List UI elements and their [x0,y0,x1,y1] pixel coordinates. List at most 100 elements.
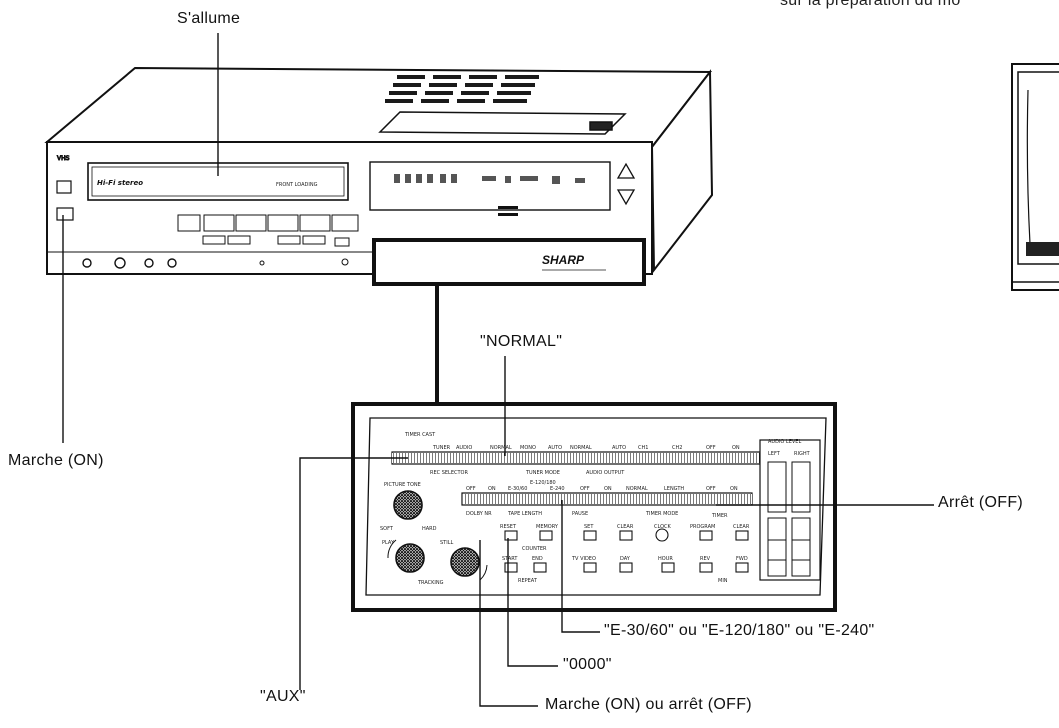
callout-counter-0000: "0000" [563,656,612,673]
reset-button[interactable] [504,530,518,541]
tracking-knob-still[interactable] [450,547,480,577]
timer-off-label: OFF [706,486,716,492]
e120-label: E-120/180 [530,480,556,486]
memory-label: MEMORY [536,524,559,530]
auto-label-2: AUTO [612,445,626,451]
panel-buttons [504,528,749,573]
left-caption: LEFT [768,451,781,457]
callout-arret-off: Arrêt (OFF) [938,494,1024,511]
pause-caption: PAUSE [572,511,588,517]
clear-label: CLEAR [617,524,634,530]
picture-tone-caption: PICTURE TONE [384,482,421,488]
timer-mode-caption: TIMER MODE [645,511,678,517]
callout-aux: "AUX" [260,688,306,705]
power-button[interactable] [56,207,74,221]
pause-on-label: ON [604,486,612,492]
transport-buttons [177,214,359,247]
channel-down-icon[interactable] [616,189,636,206]
tv-video-label: TV VIDEO [571,556,596,562]
eject-button[interactable] [56,180,72,194]
fluorescent-display [369,161,611,211]
callout-normal: "NORMAL" [480,333,563,350]
dolby-off-label: OFF [466,486,476,492]
hard-caption: HARD [422,526,437,532]
timer-normal-label: NORMAL [626,486,648,492]
normal-label-2: NORMAL [570,445,592,451]
channel-up-icon[interactable] [616,162,636,179]
on-label: ON [732,445,740,451]
start-button[interactable] [504,562,518,573]
leader-lines [62,33,934,707]
tracking-caption: TRACKING [417,580,444,586]
rev-button[interactable] [699,562,713,573]
end-label: END [532,556,543,562]
still-caption: STILL [440,540,453,546]
fast-forward-button[interactable] [267,214,299,232]
rewind-button[interactable] [203,214,235,232]
volume-knob[interactable] [114,257,126,269]
audio-jack-icon [167,258,177,268]
vcr-vents [385,75,539,103]
memory-button[interactable] [539,530,553,541]
panel-small-labels: TIMER CAST TUNER AUDIO NORMAL MONO AUTO … [380,432,811,586]
tracking-knob-play[interactable] [395,543,425,573]
tape-length-caption: TAPE LENGTH [507,511,542,517]
callout-memory-on-off: Marche (ON) ou arrêt (OFF) [545,696,752,713]
play-button[interactable] [235,214,267,232]
dolby-nr-caption: DOLBY NR [466,511,492,517]
leader-memory [479,540,538,707]
pause-off-label: OFF [580,486,590,492]
fwd-button[interactable] [735,562,749,573]
day-button[interactable] [619,562,633,573]
display-segments [394,174,590,216]
rec-selector-caption: REC SELECTOR [430,470,468,476]
clear-button-timer[interactable] [735,530,749,541]
counter-caption: COUNTER [522,546,547,552]
hifi-label: Hi-Fi stereo [97,179,143,187]
record-button[interactable] [299,214,331,232]
audio-output-caption: AUDIO OUTPUT [586,470,625,476]
clock-button[interactable] [655,528,669,542]
callout-tape-length: "E-30/60" ou "E-120/180" ou "E-240" [604,622,875,639]
tv-video-button[interactable] [583,562,597,573]
reset-label: RESET [500,524,517,530]
program-label: PROGRAM [690,524,715,530]
vcr-side-face [650,69,714,273]
e30-label: E-30/60 [508,486,527,492]
vcr-top-slot [378,111,627,135]
ch1-label: CH1 [638,445,648,451]
timer-caption: TIMER [711,513,728,519]
leader-aux [299,457,408,690]
off-label: OFF [706,445,716,451]
leader-counter [507,538,558,667]
tuner-label: TUNER [432,445,451,451]
top-right-text-fragment: sur la préparation du mo [780,0,961,9]
e240-label: E-240 [550,486,565,492]
set-button[interactable] [583,530,597,541]
input-jack-icon [82,258,92,268]
soft-caption: SOFT [380,526,394,532]
end-button[interactable] [533,562,547,573]
control-panel: TIMER CAST TUNER AUDIO NORMAL MONO AUTO … [351,402,837,612]
auto-label: AUTO [548,445,562,451]
tv-set [1011,63,1059,291]
picture-tone-knob[interactable] [393,490,423,520]
callout-marche-on: Marche (ON) [8,452,104,469]
play-caption: PLAY [382,540,395,546]
ch2-label: CH2 [672,445,682,451]
sharp-logo: SHARP [542,253,585,267]
stop-button[interactable] [177,214,201,232]
hour-button[interactable] [661,562,675,573]
leader-tape-length [561,500,600,633]
timer-on-label: ON [730,486,738,492]
audio-label: AUDIO [456,445,472,451]
set-label: SET [584,524,594,530]
timer-length-label: LENGTH [664,486,684,492]
timer-cast-caption: TIMER CAST [404,432,436,438]
pause-button[interactable] [331,214,359,232]
program-button[interactable] [699,530,713,541]
normal-label: NORMAL [490,445,512,451]
clear-button[interactable] [619,530,633,541]
